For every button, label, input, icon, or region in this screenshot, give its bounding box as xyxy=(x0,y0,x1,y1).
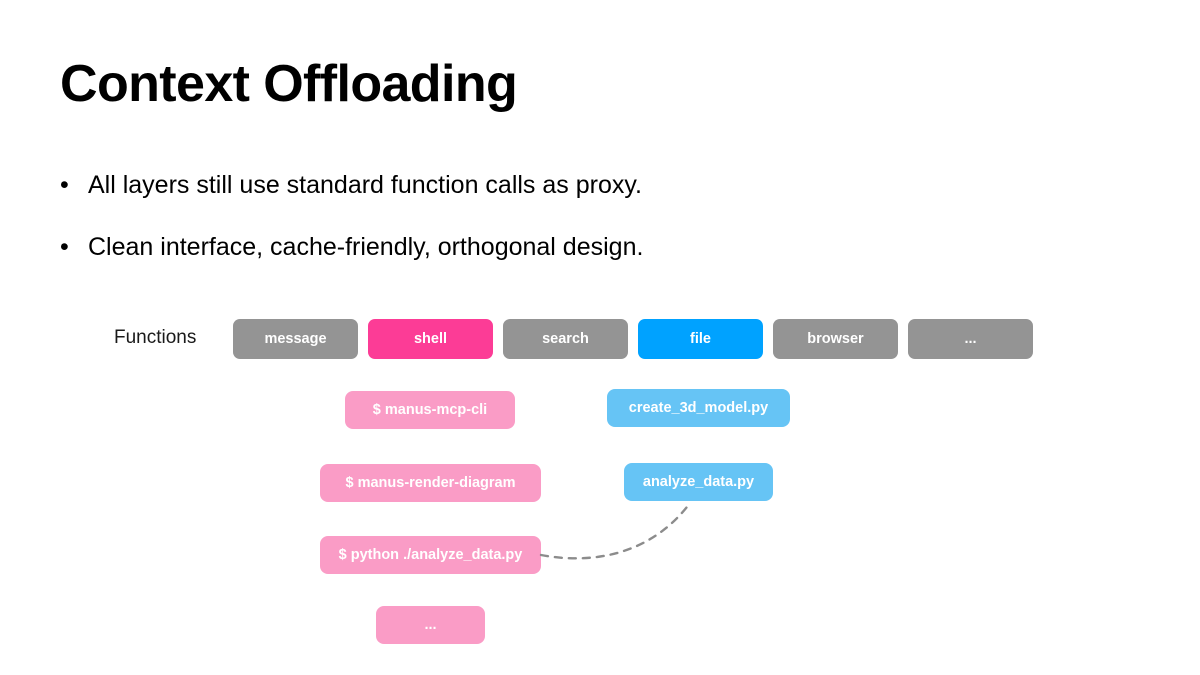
list-item: • Clean interface, cache-friendly, ortho… xyxy=(60,230,1120,264)
function-chip-message[interactable]: message xyxy=(233,319,358,359)
function-chip-more[interactable]: ... xyxy=(908,319,1033,359)
file-artifact-chip-analyze-data[interactable]: analyze_data.py xyxy=(624,463,773,501)
list-item: • All layers still use standard function… xyxy=(60,168,1120,202)
page-title: Context Offloading xyxy=(60,55,518,113)
bullet-marker: • xyxy=(60,171,69,199)
shell-command-chip-manus-mcp-cli[interactable]: $ manus-mcp-cli xyxy=(345,391,515,429)
function-chip-shell[interactable]: shell xyxy=(368,319,493,359)
file-artifact-chip-create-3d-model[interactable]: create_3d_model.py xyxy=(607,389,790,427)
shell-command-chip-python-analyze-data[interactable]: $ python ./analyze_data.py xyxy=(320,536,541,574)
function-chip-search[interactable]: search xyxy=(503,319,628,359)
bullet-list: • All layers still use standard function… xyxy=(60,168,1120,292)
functions-chip-row: message shell search file browser ... xyxy=(233,319,1033,359)
function-chip-browser[interactable]: browser xyxy=(773,319,898,359)
architecture-diagram: Functions message shell search file brow… xyxy=(0,300,1200,675)
bullet-text: Clean interface, cache-friendly, orthogo… xyxy=(88,233,644,261)
functions-row-label: Functions xyxy=(114,327,197,348)
shell-command-chip-manus-render-diagram[interactable]: $ manus-render-diagram xyxy=(320,464,541,502)
function-chip-file[interactable]: file xyxy=(638,319,763,359)
bullet-marker: • xyxy=(60,233,69,261)
shell-command-chip-more[interactable]: ... xyxy=(376,606,485,644)
bullet-text: All layers still use standard function c… xyxy=(88,171,642,199)
